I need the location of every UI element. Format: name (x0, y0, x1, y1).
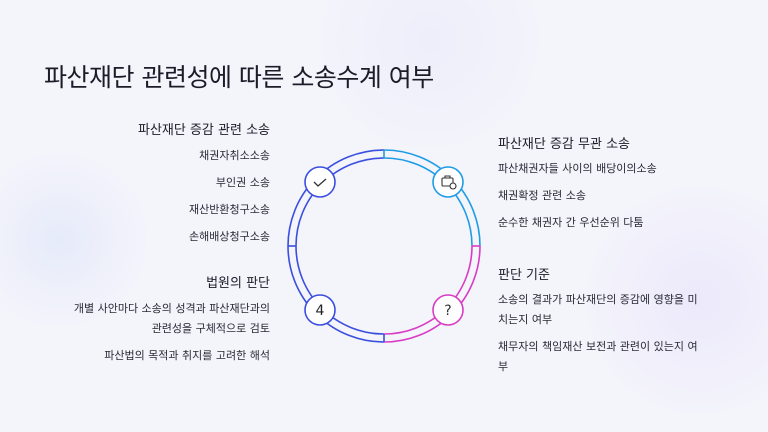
ring-quadrant-top-left (287, 149, 385, 247)
section-heading: 법원의 판단 (206, 276, 270, 291)
list-item: 부인권 소송 (215, 176, 270, 189)
briefcase-clock-icon (441, 175, 457, 190)
node-number: 4 (304, 294, 336, 326)
ring-quadrant-top-right (383, 149, 481, 247)
list-item: 재산반환청구소송 (189, 203, 270, 216)
node-briefcase (432, 166, 464, 198)
ring-quadrant-bottom-left (287, 245, 385, 343)
list-item: 부 (498, 360, 509, 373)
check-icon (313, 178, 327, 187)
list-item: 순수한 채권자 간 우선순위 다툼 (498, 216, 644, 229)
section-heading: 파산재단 증감 무관 소송 (498, 137, 630, 152)
svg-text:4: 4 (316, 303, 325, 319)
node-question: ? (432, 294, 464, 326)
node-check (304, 166, 336, 198)
section-heading: 판단 기준 (498, 268, 550, 283)
list-item: 소송의 결과가 파산재단의 증감에 영향을 미 (498, 293, 698, 306)
page-title: 파산재단 관련성에 따른 소송수계 여부 (44, 63, 434, 92)
ring-quadrant-bottom-right (383, 245, 481, 343)
section-heading: 파산재단 증감 관련 소송 (138, 123, 270, 138)
list-item: 치는지 여부 (498, 313, 553, 326)
list-item: 채권자취소소송 (199, 149, 270, 162)
list-item: 채무자의 책임재산 보전과 관련이 있는지 여 (498, 340, 698, 353)
list-item: 파산법의 목적과 취지를 고려한 해석 (104, 349, 270, 362)
list-item: 파산채권자들 사이의 배당이의소송 (498, 162, 657, 175)
question-icon: ? (444, 303, 451, 319)
list-item: 관련성을 구체적으로 검토 (151, 322, 270, 335)
list-item: 채권확정 관련 소송 (498, 189, 586, 202)
list-item: 개별 사안마다 소송의 성격과 파산재단과의 (73, 302, 270, 315)
list-item: 손해배상청구소송 (189, 230, 270, 243)
